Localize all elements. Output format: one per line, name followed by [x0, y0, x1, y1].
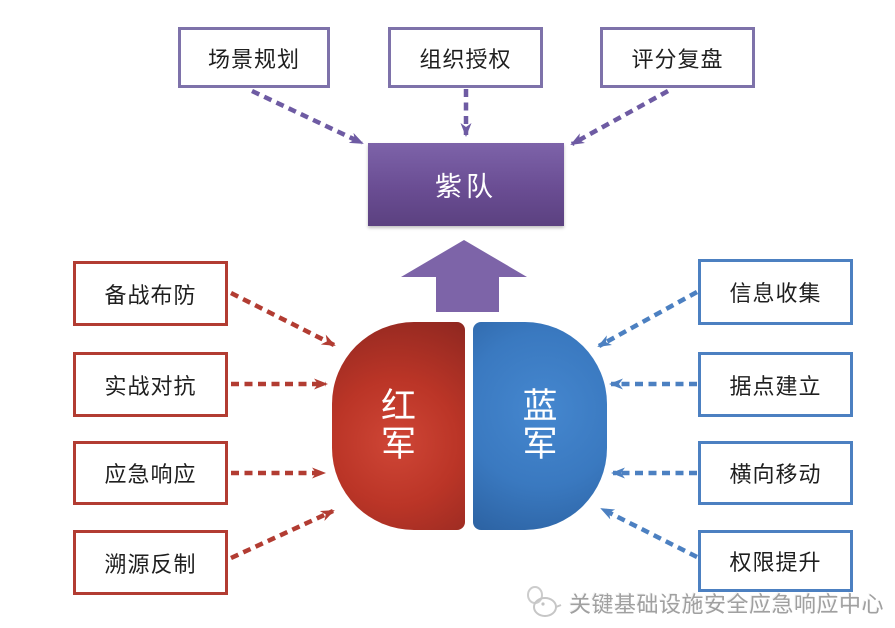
node-preparation-defense: 备战布防 [73, 261, 228, 326]
node-scoring-review: 评分复盘 [600, 27, 755, 88]
arrow-traceback-to-red [230, 508, 335, 561]
node-label: 实战对抗 [104, 373, 197, 399]
purple-team-label: 紫队 [435, 172, 497, 202]
node-label: 据点建立 [729, 373, 822, 399]
node-lateral-movement: 横向移动 [698, 441, 853, 505]
node-label: 信息收集 [729, 281, 822, 306]
node-privilege-escalation: 权限提升 [698, 530, 853, 592]
node-traceback-counter: 溯源反制 [73, 530, 228, 595]
node-label: 横向移动 [729, 462, 822, 487]
node-emergency-response: 应急响应 [73, 441, 228, 505]
arrow-review-to-purple [570, 89, 670, 146]
node-scenario-planning: 场景规划 [178, 27, 330, 88]
node-label: 场景规划 [207, 46, 300, 72]
blue-team-label: 蓝 军 [522, 387, 558, 464]
arrow-scenario-to-purple [251, 88, 364, 146]
arrow-privilege-to-blue [600, 506, 699, 560]
node-foothold: 据点建立 [698, 352, 853, 417]
purple-team-box: 紫队 [368, 143, 564, 226]
node-label: 评分复盘 [631, 46, 724, 72]
node-label: 权限提升 [729, 550, 822, 575]
node-label: 备战布防 [104, 282, 197, 308]
node-label: 组织授权 [419, 46, 512, 72]
arrow-recon-to-blue [597, 290, 699, 348]
node-real-combat: 实战对抗 [73, 352, 228, 417]
arrow-preparation-to-red [229, 290, 336, 348]
block-arrow-up [401, 240, 527, 312]
node-info-collection: 信息收集 [698, 259, 853, 325]
blue-team-shape: 蓝 军 [473, 322, 607, 530]
red-team-shape: 红 军 [332, 322, 465, 530]
red-team-label: 红 军 [380, 387, 416, 464]
node-label: 溯源反制 [104, 551, 197, 577]
node-organization-authorization: 组织授权 [388, 27, 543, 88]
node-label: 应急响应 [104, 462, 197, 487]
